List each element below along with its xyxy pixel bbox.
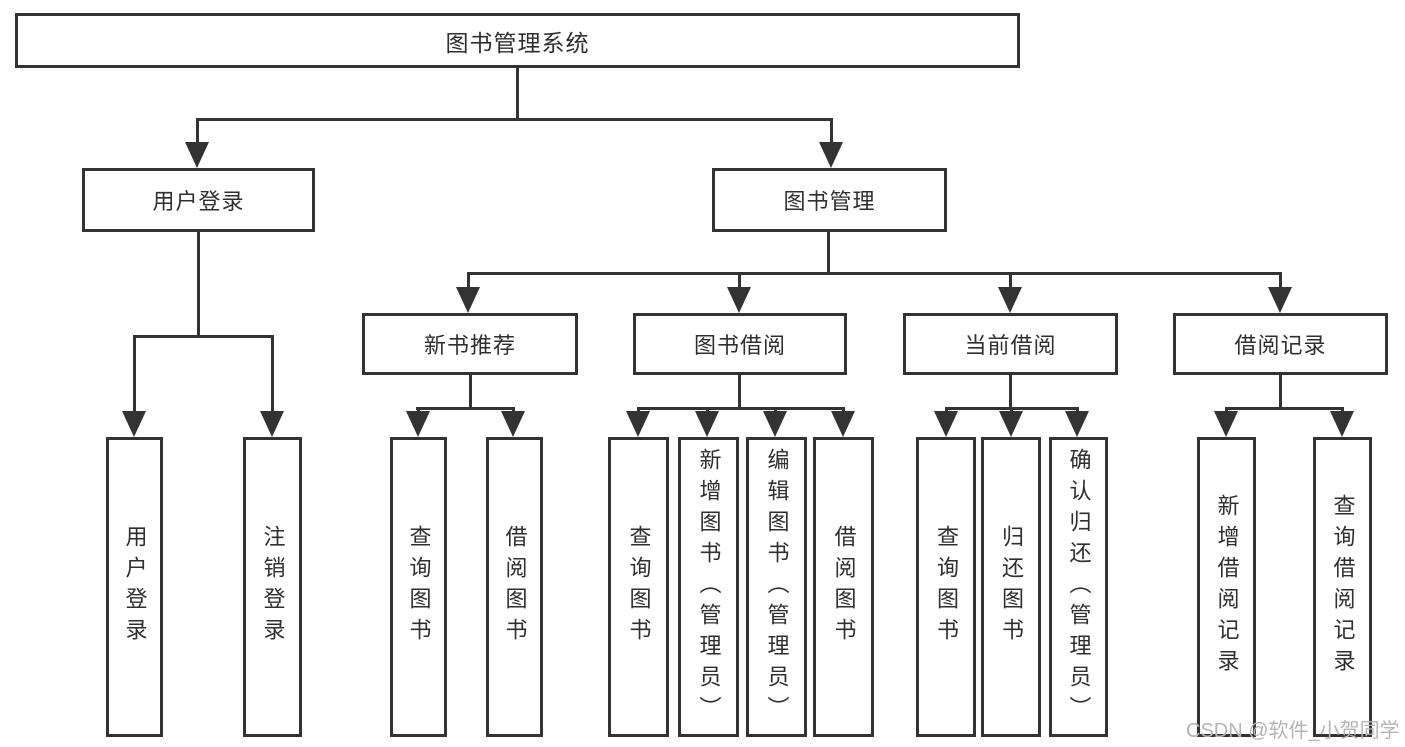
leaf-query-books-current-label: 查询图书 <box>934 525 959 649</box>
connector-line <box>467 272 470 289</box>
leaf-return-books: 归还图书 <box>981 437 1041 737</box>
leaf-return-books-label: 归还图书 <box>999 525 1024 649</box>
leaf-add-borrow-record: 新增借阅记录 <box>1197 437 1256 737</box>
node-user-login-label: 用户登录 <box>152 189 245 214</box>
connector-line <box>416 407 515 410</box>
node-book-borrowing-label: 图书借阅 <box>693 333 786 358</box>
node-book-borrowing: 图书借阅 <box>633 313 847 375</box>
leaf-logout: 注销登录 <box>243 437 302 737</box>
arrowhead-icon <box>456 287 480 313</box>
connector-line <box>1009 375 1012 409</box>
leaf-query-books-current: 查询图书 <box>916 437 976 737</box>
connector-line <box>516 66 519 120</box>
arrowhead-icon <box>501 411 525 437</box>
connector-line <box>738 272 741 289</box>
node-borrowing-records: 借阅记录 <box>1173 313 1388 375</box>
connector-line <box>467 272 1282 275</box>
arrowhead-icon <box>406 411 430 437</box>
node-user-login: 用户登录 <box>82 168 315 232</box>
node-current-borrowing-label: 当前借阅 <box>964 333 1057 358</box>
node-new-book-recommend-label: 新书推荐 <box>423 333 516 358</box>
connector-line <box>1279 272 1282 289</box>
leaf-logout-label: 注销登录 <box>260 525 286 649</box>
node-library-system: 图书管理系统 <box>15 13 1020 68</box>
leaf-query-books-recommend-label: 查询图书 <box>406 525 432 649</box>
leaf-query-books-borrowing-label: 查询图书 <box>626 525 652 649</box>
connector-line <box>1076 407 1079 414</box>
arrowhead-icon <box>1214 411 1238 437</box>
leaf-borrow-books-label: 借阅图书 <box>831 525 857 649</box>
arrowhead-icon <box>998 287 1022 313</box>
connector-line <box>271 335 274 413</box>
connector-line <box>133 335 274 338</box>
connector-line <box>1010 407 1013 414</box>
leaf-borrow-books: 借阅图书 <box>813 437 874 737</box>
arrowhead-icon <box>763 411 787 437</box>
leaf-user-login: 用户登录 <box>106 437 163 737</box>
arrowhead-icon <box>695 411 719 437</box>
leaf-edit-books-admin-label: 编辑图书（管理员） <box>764 447 790 727</box>
connector-line <box>1225 407 1228 414</box>
leaf-borrow-books-recommend: 借阅图书 <box>486 437 543 737</box>
leaf-add-books-admin-label: 新增图书（管理员） <box>696 447 722 727</box>
connector-line <box>945 407 948 414</box>
connector-line <box>469 375 472 409</box>
arrowhead-icon <box>934 411 958 437</box>
leaf-borrow-books-recommend-label: 借阅图书 <box>502 525 528 649</box>
leaf-query-borrow-record: 查询借阅记录 <box>1313 437 1372 737</box>
connector-line <box>196 118 833 121</box>
arrowhead-icon <box>185 142 209 168</box>
connector-line <box>133 335 136 413</box>
arrowhead-icon <box>999 411 1023 437</box>
node-borrowing-records-label: 借阅记录 <box>1234 333 1327 358</box>
node-current-borrowing: 当前借阅 <box>903 313 1118 375</box>
node-book-management: 图书管理 <box>712 168 947 232</box>
connector-line <box>512 407 515 414</box>
connector-line <box>417 407 420 414</box>
connector-line <box>637 407 640 414</box>
connector-line <box>1279 375 1282 409</box>
arrowhead-icon <box>122 411 146 437</box>
connector-line <box>706 407 709 414</box>
node-new-book-recommend: 新书推荐 <box>362 313 578 375</box>
leaf-query-books-borrowing: 查询图书 <box>608 437 669 737</box>
connector-line <box>842 407 845 414</box>
arrowhead-icon <box>819 142 843 168</box>
connector-line <box>637 407 845 410</box>
leaf-add-borrow-record-label: 新增借阅记录 <box>1214 494 1240 680</box>
connector-line <box>1009 272 1012 289</box>
arrowhead-icon <box>1268 287 1292 313</box>
node-book-management-label: 图书管理 <box>783 189 876 214</box>
leaf-query-books-recommend: 查询图书 <box>390 437 447 737</box>
arrowhead-icon <box>1065 411 1089 437</box>
leaf-confirm-return-admin: 确认归还（管理员） <box>1049 437 1108 737</box>
connector-line <box>197 232 200 336</box>
arrowhead-icon <box>1330 411 1354 437</box>
leaf-confirm-return-admin-label: 确认归还（管理员） <box>1066 447 1092 727</box>
connector-line <box>830 118 833 145</box>
connector-line <box>738 375 741 409</box>
leaf-edit-books-admin: 编辑图书（管理员） <box>746 437 807 737</box>
connector-line <box>1225 407 1344 410</box>
leaf-query-borrow-record-label: 查询借阅记录 <box>1330 494 1356 680</box>
connector-line <box>827 232 830 274</box>
leaf-add-books-admin: 新增图书（管理员） <box>678 437 739 737</box>
connector-line <box>1341 407 1344 414</box>
connector-line <box>774 407 777 414</box>
arrowhead-icon <box>626 411 650 437</box>
csdn-watermark: CSDN @软件_小贺同学 <box>1186 720 1400 742</box>
arrowhead-icon <box>831 411 855 437</box>
node-library-system-label: 图书管理系统 <box>445 29 590 56</box>
arrowhead-icon <box>727 287 751 313</box>
arrowhead-icon <box>260 411 284 437</box>
connector-line <box>196 118 199 145</box>
leaf-user-login-label: 用户登录 <box>122 525 148 649</box>
